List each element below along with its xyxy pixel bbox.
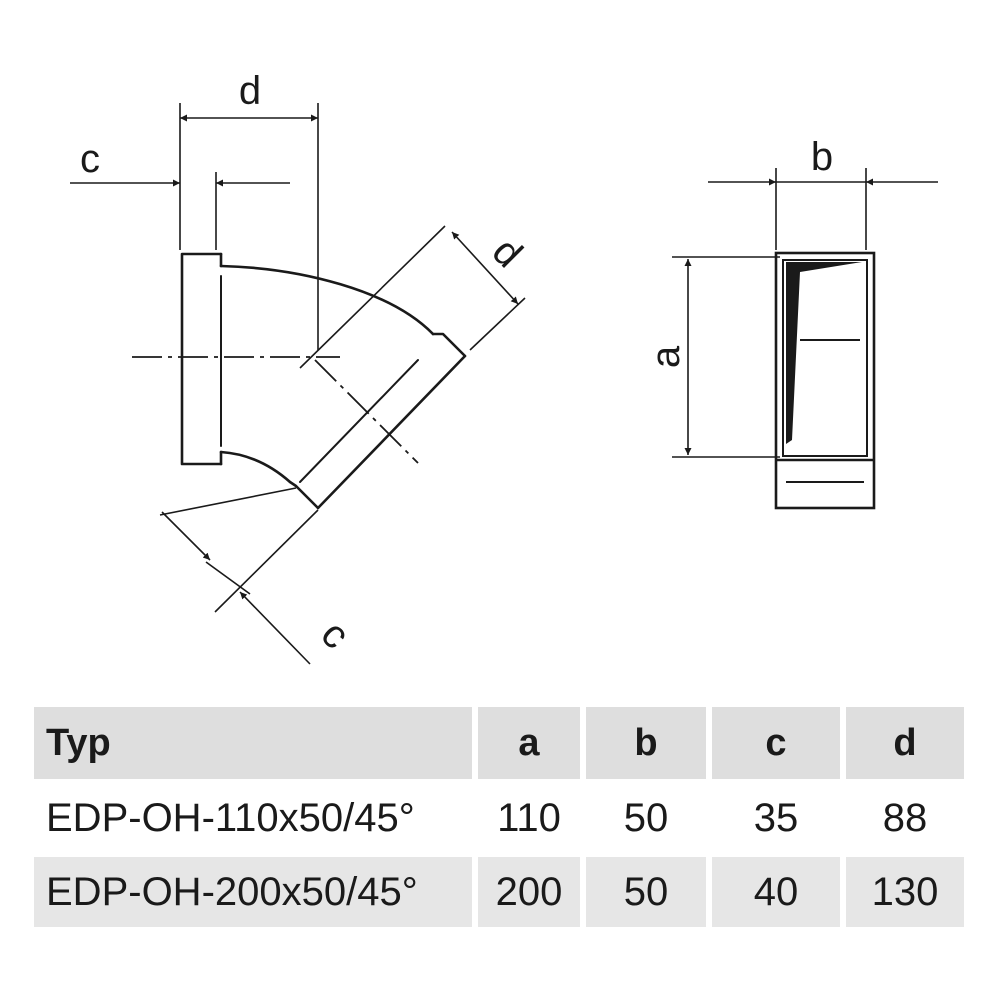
row2-typ: EDP-OH-200x50/45° bbox=[34, 857, 472, 927]
cross-section-view bbox=[774, 251, 876, 510]
section-b-dimension bbox=[708, 168, 938, 250]
section-dark-wedge bbox=[786, 262, 862, 444]
row1-b: 50 bbox=[623, 795, 669, 840]
header-b: b bbox=[586, 707, 706, 779]
header-c: c bbox=[712, 707, 840, 779]
elbow-diag-collar-outer bbox=[316, 354, 467, 510]
row1-d: 88 bbox=[882, 795, 928, 840]
elbow-left-collar bbox=[180, 252, 223, 466]
section-inner-rect bbox=[782, 259, 868, 457]
row2-a: 200 bbox=[478, 857, 580, 927]
dim-d-diag bbox=[451, 231, 519, 305]
section-a-dimension bbox=[672, 256, 780, 458]
row1-a: 110 bbox=[497, 795, 561, 840]
elbow-centre-lines bbox=[132, 356, 419, 464]
row1-typ: EDP-OH-110x50/45° bbox=[46, 795, 415, 840]
label-c-diag: c bbox=[313, 612, 358, 657]
elbow-diag-collar-inner bbox=[299, 359, 419, 483]
elbow-diag-dimensions bbox=[159, 225, 526, 665]
row2-d: 130 bbox=[846, 857, 964, 927]
elbow-inner-arc bbox=[219, 450, 292, 484]
label-d-top: d bbox=[239, 69, 261, 113]
row2-c: 40 bbox=[712, 857, 840, 927]
elbow-outer-arc bbox=[219, 264, 435, 336]
elbow-side-view bbox=[180, 252, 467, 510]
label-c-top: c bbox=[80, 137, 100, 181]
elbow-top-dimensions bbox=[70, 103, 319, 350]
dim-c-diag-upper bbox=[161, 511, 211, 561]
section-outer-rect bbox=[774, 251, 876, 510]
header-d: d bbox=[846, 707, 964, 779]
label-a: a bbox=[644, 345, 688, 368]
row2-b: 50 bbox=[586, 857, 706, 927]
header-a: a bbox=[478, 707, 580, 779]
technical-drawing: d c d c b a bbox=[70, 69, 938, 665]
row1-c: 35 bbox=[753, 795, 799, 840]
dim-c-diag-lower bbox=[239, 591, 311, 665]
header-typ: Typ bbox=[34, 707, 472, 779]
label-d-diag: d bbox=[484, 229, 531, 276]
label-b: b bbox=[811, 135, 833, 179]
